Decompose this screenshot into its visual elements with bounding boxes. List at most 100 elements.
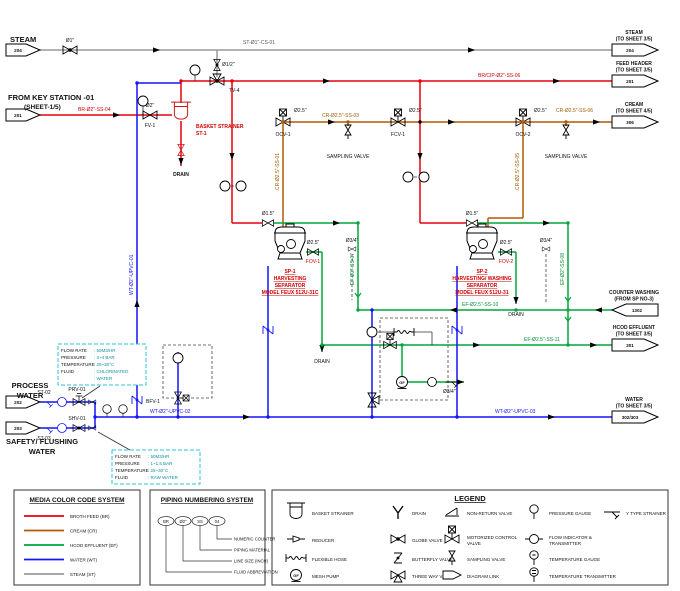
three-way-valve xyxy=(367,392,380,408)
stream-tag: 201 xyxy=(626,79,634,84)
flow-arrow xyxy=(113,112,120,118)
flow-arrow xyxy=(590,342,597,348)
motorized-valve-hcod xyxy=(383,332,397,350)
diagram-label: CR-Ø2.5"-SS-01 xyxy=(275,153,281,190)
legend-symbol-flowtx xyxy=(525,534,543,544)
info-value: : CHLORINATED xyxy=(94,369,129,374)
diagram-label: EF-Ø2.5"-SS-10 xyxy=(462,302,498,308)
media-color-label: HCOD EFFLUENT (EF) xyxy=(70,543,118,548)
flow-arrow xyxy=(229,153,235,160)
info-value: : 50M3/HR xyxy=(94,348,116,353)
diagram-label: WT-Ø2"-UPVC-01 xyxy=(129,254,135,295)
stream-tag: 202 xyxy=(14,400,22,405)
legend-symbol-label: THREE WAY VALVE xyxy=(412,574,453,579)
info-label: TEMPERATURE xyxy=(61,362,95,367)
pipe-junction xyxy=(566,343,570,347)
legend-symbol-label: DIAGRAM LINK xyxy=(467,574,499,579)
sampling-valve xyxy=(344,124,352,139)
flow-chevron xyxy=(354,292,362,298)
info-label: FLUID xyxy=(61,369,75,374)
check-valve xyxy=(87,425,97,431)
control-enclosure xyxy=(162,344,213,399)
flow-arrow xyxy=(595,307,602,313)
pressure-gauge xyxy=(118,404,128,414)
diagram-label: OCV-2 xyxy=(515,132,530,138)
flow-arrow xyxy=(543,220,550,226)
legend-area: MEDIA COLOR CODE SYSTEM PIPING NUMBERING… xyxy=(13,489,669,586)
steam-branch-valve xyxy=(213,59,221,71)
legend-symbol-label: TEMPERATURE GAUGE xyxy=(549,557,600,562)
pipe-junction xyxy=(230,79,234,83)
info-value: : 25~30°C xyxy=(94,362,115,367)
legend-symbol-label: TRANSMITTER xyxy=(549,541,582,546)
diagram-label: BR-Ø2"-SS-04 xyxy=(78,107,111,113)
diagram-label: ST-03 xyxy=(37,436,51,442)
legend-symbol-reducer xyxy=(287,535,305,543)
y-strainer-st03 xyxy=(40,427,54,434)
pressure-reducing-valve-prv01 xyxy=(72,393,86,407)
stream-title: CREAM xyxy=(625,102,643,108)
legend-symbol-basket xyxy=(287,502,305,519)
three-way-valve-tv4 xyxy=(209,73,225,86)
connector-204: 204 xyxy=(5,43,42,57)
flow-arrow xyxy=(333,220,340,226)
pipe-junction xyxy=(93,415,97,419)
legend-symbol-label: SAMPLING VALVE xyxy=(467,557,505,562)
numbering-title: PIPING NUMBERING SYSTEM xyxy=(161,497,253,504)
flow-arrow xyxy=(593,119,600,125)
numbering-token-text: BR xyxy=(163,519,169,524)
steam-globe-valve xyxy=(62,45,78,55)
motorized-valve xyxy=(173,391,190,405)
info-value: : 1~1.5 BAR xyxy=(148,461,173,466)
flow-arrow xyxy=(417,153,423,160)
info-value: : 3~4 BAR xyxy=(94,355,115,360)
diagram-label: CR-Ø2.5"-SS-05 xyxy=(515,153,521,190)
stream-title: (FROM SP NO-3) xyxy=(614,297,654,303)
diagram-label: OCV-1 xyxy=(275,132,290,138)
pipe-steam xyxy=(40,49,612,77)
diagram-label: BR/CIP-Ø2"-SS-06 xyxy=(478,73,521,79)
info-label: PRESSURE xyxy=(61,355,86,360)
symbol-legend-title: LEGEND xyxy=(454,494,486,503)
flow-arrow xyxy=(548,414,555,420)
pipe-junction xyxy=(418,120,422,124)
legend-symbol-link xyxy=(442,570,463,580)
diagram-label: SAMPLING VALVE xyxy=(327,154,370,160)
stream-title: COUNTER WASHING xyxy=(609,290,659,296)
aux-valve xyxy=(541,246,551,252)
diagram-label: EF-Ø2.5"-SS-11 xyxy=(524,337,560,343)
diagram-label: Ø3/4" xyxy=(346,238,359,244)
stream-title: HCOD EFFLUENT xyxy=(613,325,655,331)
butterfly-valve xyxy=(262,325,274,335)
pipe-junction xyxy=(370,415,374,419)
flow-arrow xyxy=(323,78,330,84)
flow-chevron xyxy=(564,296,572,302)
pipe-effluent xyxy=(274,222,612,383)
diagram-label: HARVESTING xyxy=(274,276,307,282)
legend-symbol-label: VALVE xyxy=(467,541,481,546)
diagram-label: EF-Ø2"-SS-08 xyxy=(560,253,566,285)
diagram-label: (SHEET-1/5) xyxy=(24,104,61,111)
pressure-gauge xyxy=(102,404,112,414)
diagram-label: SP-1 xyxy=(284,269,295,275)
pipe-junction xyxy=(514,308,518,312)
dashed-signal-lines xyxy=(351,254,547,304)
connector-203: 203 xyxy=(5,421,42,435)
stream-tag: 306 xyxy=(626,120,634,125)
pipe-junction xyxy=(521,120,525,124)
flow-indicator xyxy=(427,377,437,387)
flow-arrow xyxy=(153,47,160,53)
valve-shv01 xyxy=(72,423,86,433)
sp1-inlet-valve xyxy=(262,219,274,227)
legend-symbol-label: NON-RETURN VALVE xyxy=(467,511,512,516)
stream-tag: 204 xyxy=(14,48,22,53)
diagram-label: ST-02 xyxy=(37,390,51,396)
stream-tag: 204 xyxy=(626,48,634,53)
valve-fov1 xyxy=(307,248,319,256)
flow-indicator xyxy=(57,423,67,433)
diagram-label: Ø1/2" xyxy=(222,62,235,68)
